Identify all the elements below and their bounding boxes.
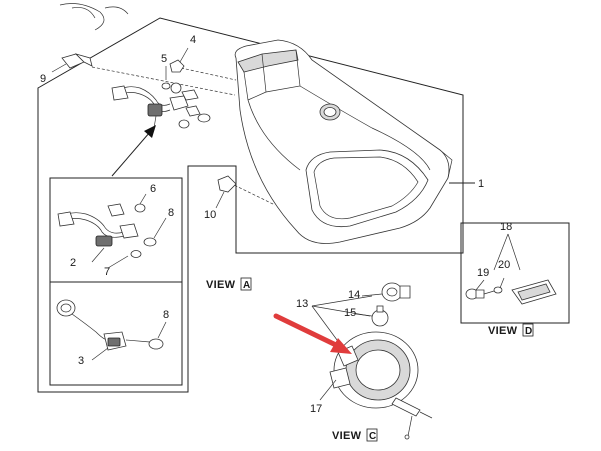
detail-box-upper (49, 177, 183, 283)
leader-13 (311, 293, 383, 345)
label-13: 13 (296, 298, 308, 310)
view-a-letter: A (243, 280, 250, 291)
leader-17 (319, 379, 337, 401)
bulb-14 (381, 282, 411, 302)
background-sketch (59, 3, 129, 31)
clip-4 (169, 47, 189, 73)
main-frame (37, 17, 464, 393)
dashed-leaders (91, 66, 276, 206)
license-lamp-assembly (460, 222, 570, 324)
clip-10 (215, 175, 237, 209)
label-8-upper: 8 (168, 207, 174, 219)
view-c-letter: C (369, 431, 376, 442)
label-20: 20 (498, 259, 510, 271)
label-7: 7 (104, 266, 110, 278)
label-18: 18 (500, 221, 512, 233)
view-caption-c: VIEW C (332, 428, 378, 442)
view-c-prefix: VIEW (332, 430, 362, 442)
label-17: 17 (310, 403, 322, 415)
label-4: 4 (190, 34, 196, 46)
label-19: 19 (477, 267, 489, 279)
label-2: 2 (70, 257, 76, 269)
upper-wiring-harness (111, 82, 211, 129)
label-14: 14 (348, 289, 360, 301)
view-d-prefix: VIEW (488, 325, 518, 337)
headlamp-housing (234, 39, 475, 244)
label-10: 10 (204, 209, 216, 221)
part-labels: 1 2 3 4 5 6 7 8 8 9 10 13 14 15 17 18 19… (40, 34, 512, 415)
detail-arrow (111, 125, 156, 177)
view-caption-a: VIEW A (206, 277, 252, 291)
view-a-prefix: VIEW (206, 279, 236, 291)
connector-9 (51, 53, 93, 73)
screw-5 (161, 66, 171, 90)
red-arrow (273, 313, 352, 354)
fog-lamp-assembly (329, 331, 433, 440)
bulb-15 (371, 305, 389, 327)
label-5: 5 (161, 53, 167, 65)
view-d-letter: D (525, 326, 532, 337)
label-8-lower: 8 (163, 309, 169, 321)
view-caption-d: VIEW D (488, 323, 534, 337)
label-6: 6 (150, 183, 156, 195)
label-9: 9 (40, 73, 46, 85)
label-3: 3 (78, 355, 84, 367)
detail-box-lower (49, 281, 183, 386)
label-15: 15 (344, 307, 356, 319)
label-1: 1 (478, 178, 484, 190)
